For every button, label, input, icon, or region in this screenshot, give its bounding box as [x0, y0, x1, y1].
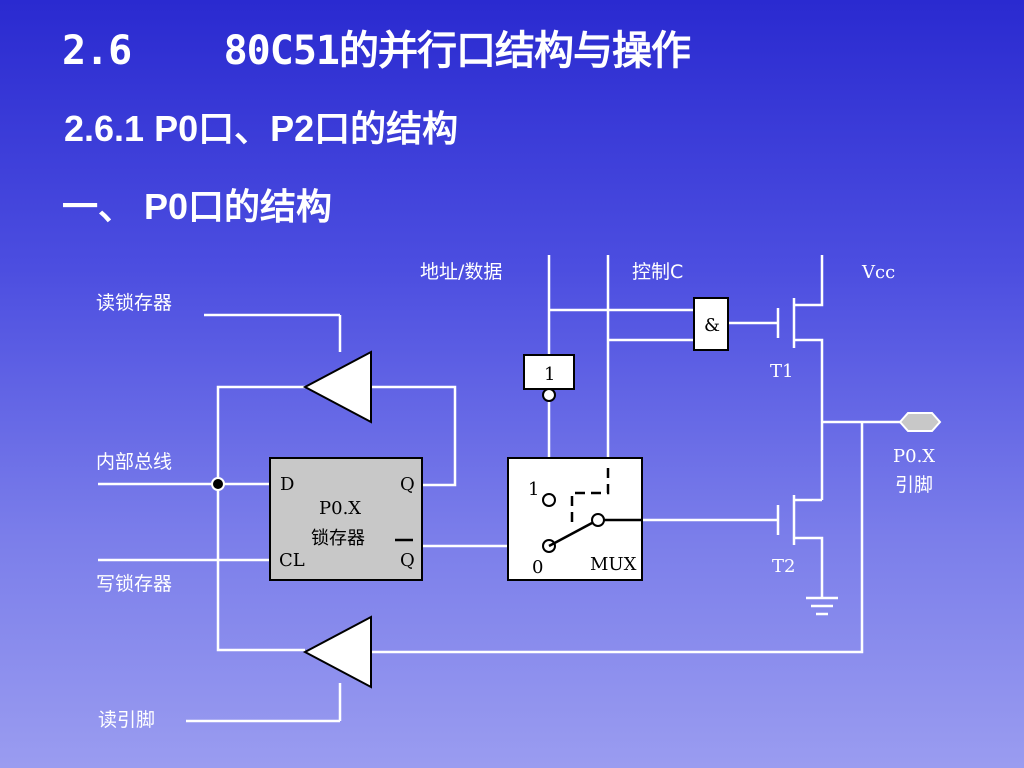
- wires: [98, 255, 900, 723]
- read-pin-label: 读引脚: [98, 709, 155, 731]
- section-heading: 一、 P0口的结构: [62, 186, 333, 227]
- read-latch-buffer: [302, 350, 372, 424]
- latch-d-label: D: [280, 474, 294, 495]
- pin-label-line1: P0.X: [893, 446, 935, 467]
- latch-name-line2: 锁存器: [311, 528, 365, 549]
- latch-q-label: Q: [400, 474, 415, 495]
- not-gate: 1: [523, 354, 575, 402]
- p0x-pin-connector: [898, 412, 942, 432]
- vcc-label: Vcc: [861, 262, 895, 283]
- mux-in1-label: 1: [528, 479, 539, 500]
- latch-qbar-label: Q: [400, 550, 415, 571]
- t1-label: T1: [770, 361, 793, 382]
- internal-bus-label: 内部总线: [96, 451, 172, 473]
- pin-label-line2: 引脚: [895, 474, 933, 496]
- not-gate-label: 1: [544, 364, 555, 385]
- mux-in0-label: 0: [532, 557, 543, 578]
- latch-cl-label: CL: [279, 550, 305, 571]
- latch-name-line1: P0.X: [319, 498, 361, 519]
- read-latch-label: 读锁存器: [96, 292, 172, 314]
- write-latch-label: 写锁存器: [96, 573, 172, 595]
- and-gate: &: [693, 297, 729, 351]
- addr-data-label: 地址/数据: [420, 261, 502, 283]
- control-c-label: 控制C: [632, 261, 683, 283]
- slide-title: 2.6 80C51的并行口结构与操作: [62, 28, 691, 74]
- t2-label: T2: [772, 556, 795, 577]
- slide-subtitle: 2.6.1 P0口、P2口的结构: [64, 108, 459, 149]
- read-pin-buffer: [302, 615, 372, 689]
- mux-block: 1 0 MUX: [507, 457, 643, 581]
- and-gate-label: &: [704, 315, 720, 336]
- bus-junction-dot: [211, 477, 225, 491]
- p0x-latch: D Q P0.X 锁存器 CL Q: [269, 457, 423, 581]
- mux-name-label: MUX: [590, 554, 637, 575]
